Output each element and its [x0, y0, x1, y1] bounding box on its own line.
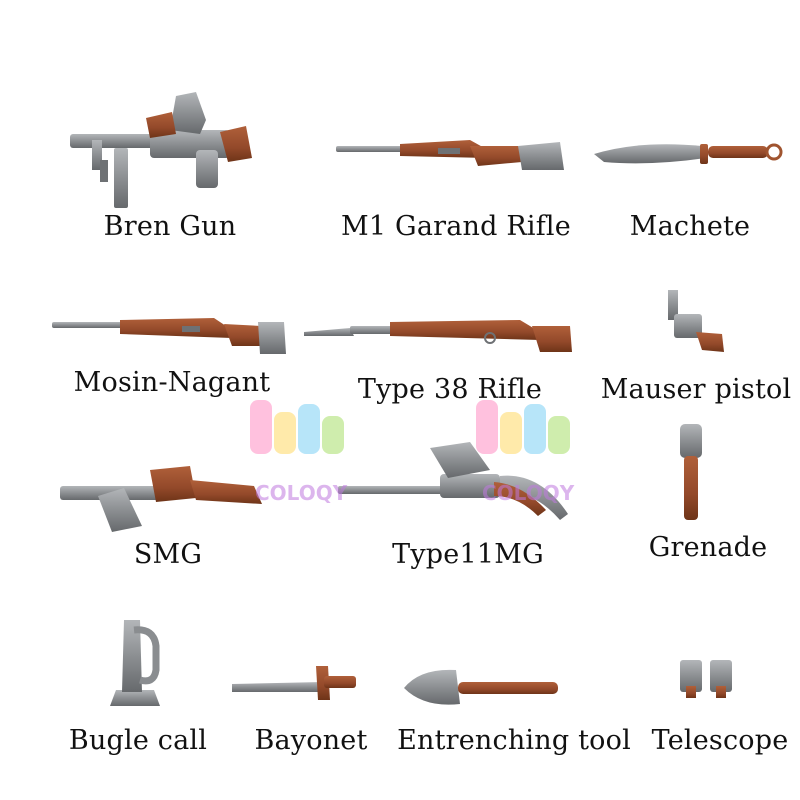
label-smg: SMG — [133, 539, 203, 570]
label-type-38-rifle: Type 38 Rifle — [357, 374, 543, 405]
label-entrenching-tool: Entrenching tool — [397, 725, 631, 756]
label-bugle-call: Bugle call — [68, 725, 208, 756]
entrenching-tool-image — [404, 669, 558, 705]
type-38-rifle-image — [304, 320, 572, 352]
label-bren-gun: Bren Gun — [103, 211, 237, 242]
watermark-logo-right: COLOQY — [476, 400, 575, 505]
bren-gun-image — [70, 92, 252, 208]
watermark-text-right: COLOQY — [482, 481, 575, 505]
bugle-call-image — [110, 620, 160, 706]
label-telescope: Telescope — [651, 725, 789, 756]
m1-garand-rifle-image — [336, 140, 564, 170]
label-mauser-pistol: Mauser pistol — [600, 374, 792, 405]
bayonet-image — [232, 666, 356, 700]
label-machete: Machete — [629, 211, 751, 242]
label-grenade: Grenade — [648, 532, 768, 563]
label-type11mg: Type11MG — [392, 539, 544, 570]
label-m1-garand-rifle: M1 Garand Rifle — [341, 211, 571, 242]
smg-image — [60, 466, 262, 532]
watermark-logo-left: COLOQY — [250, 400, 348, 505]
watermark-text-left: COLOQY — [255, 481, 348, 505]
telescope-image — [680, 660, 732, 698]
label-bayonet: Bayonet — [254, 725, 368, 756]
grenade-image — [680, 424, 702, 520]
mauser-pistol-image — [668, 290, 724, 352]
machete-image — [594, 143, 783, 164]
label-mosin-nagant: Mosin-Nagant — [73, 367, 271, 398]
mosin-nagant-image — [52, 318, 286, 354]
type11mg-image — [338, 442, 568, 520]
